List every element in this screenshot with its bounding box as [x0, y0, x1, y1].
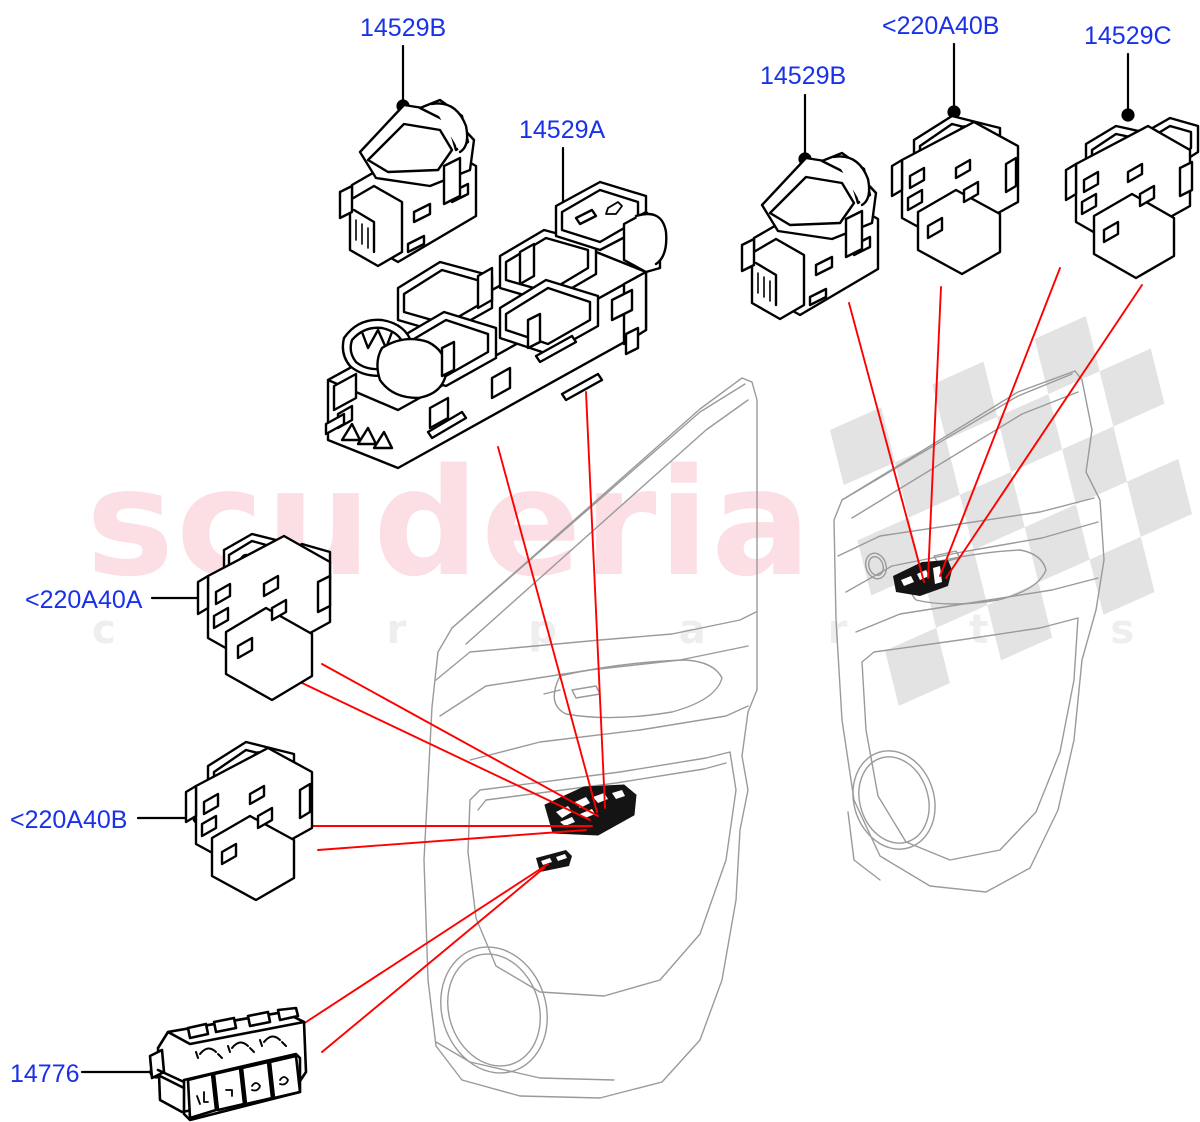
- callout-label-220A40B-left: <220A40B: [10, 806, 128, 834]
- front-door-installed-switch-pack: [544, 784, 637, 836]
- callout-label-14529A: 14529A: [519, 116, 606, 144]
- part-14529B-top-right: [740, 151, 880, 321]
- callout-label-14529B-top-left: 14529B: [360, 14, 447, 42]
- callout-label-220A40B-top: <220A40B: [882, 12, 1000, 40]
- callout-label-220A40A: <220A40A: [25, 586, 143, 614]
- red-leader-lines: [299, 267, 1143, 1053]
- callout-label-14776: 14776: [10, 1060, 80, 1088]
- front-door-trim-panel: [423, 377, 758, 1099]
- part-14529C-double-switch: [1064, 116, 1200, 280]
- callout-label-14529B-top-right: 14529B: [760, 62, 847, 90]
- part-14529A-master-switch: [324, 180, 668, 470]
- part-220A40B-top: [890, 114, 1020, 276]
- watermark-brand: scuderia: [86, 437, 814, 609]
- callout-label-14529C: 14529C: [1084, 22, 1172, 50]
- part-14529B-top-left: [338, 98, 478, 268]
- part-14776-seat-memory-switch: [148, 1006, 308, 1122]
- part-220A40A-mirror-switch: [196, 532, 332, 702]
- rear-door-trim-panel: [833, 370, 1105, 893]
- watermark-checkered-flag: [830, 316, 1192, 706]
- part-220A40B-left: [184, 740, 314, 902]
